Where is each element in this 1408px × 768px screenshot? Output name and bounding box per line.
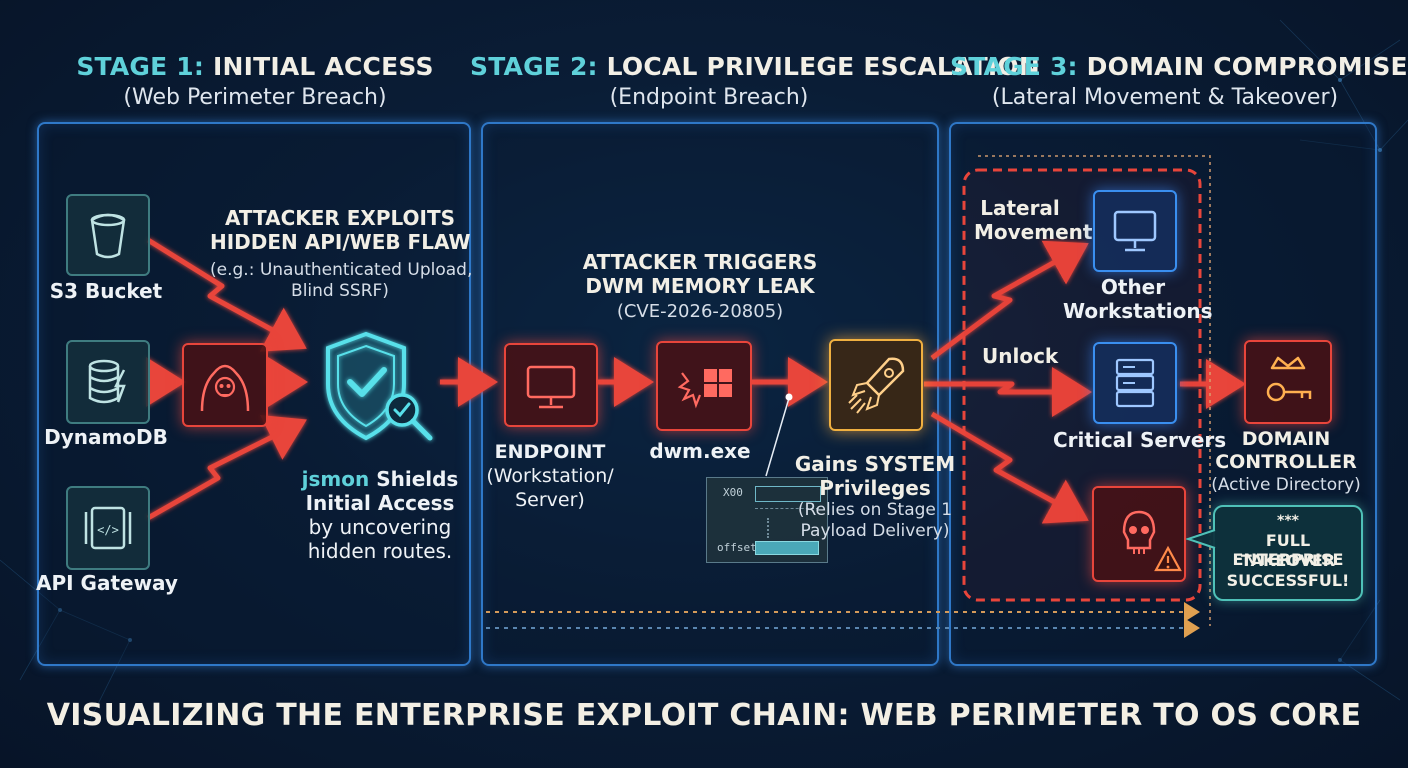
database-icon [88,359,126,404]
other-workstations-label: Other Workstations [1063,275,1213,323]
attacker-exploits-title: ATTACKER EXPLOITS HIDDEN API/WEB FLAW [210,206,471,254]
arrow-system-to-servers [924,367,1092,417]
critical-servers-tile [1093,342,1177,424]
stage-2-title: STAGE 2: LOCAL PRIVILEGE ESCALATION [470,52,1040,81]
callout-line-2: TAKEOVER [1240,551,1336,570]
dynamodb-tile [66,340,150,424]
api-gateway-tile: </> [66,486,150,570]
stage-2-subtitle: (Endpoint Breach) [609,85,809,110]
callout-pointer [1186,529,1216,549]
bucket-icon [90,213,126,259]
stage-1-header: STAGE 1: INITIAL ACCESS (Web Perimeter B… [40,52,470,110]
skull-warning-icon [1122,510,1182,572]
s3-bucket-tile [66,194,150,276]
rocket-icon [848,357,905,414]
memory-offset-label: offset [717,541,757,554]
stage-3-title: STAGE 3: DOMAIN COMPROMISE [950,52,1408,81]
attacker-tile [182,343,268,427]
memory-dump-panel: X00 offset [706,477,828,563]
windows-burst-icon [677,369,732,409]
server-icon [1115,358,1155,408]
dwm-tile [656,341,752,431]
memory-highlight-top [755,486,821,502]
jsmon-brand: jsmon [301,467,370,491]
stage-1-title: STAGE 1: INITIAL ACCESS [76,52,434,81]
domain-controller-label: DOMAIN CONTROLLER (Active Directory) [1211,428,1361,495]
api-gateway-label: API Gateway [36,571,178,595]
other-workstations-tile [1093,190,1177,272]
dwm-label: dwm.exe [649,439,751,463]
memory-highlight-bottom [755,541,819,555]
system-privileges-label: Gains SYSTEM Privileges (Relies on Stage… [794,452,956,541]
footer-title: VISUALIZING THE ENTERPRISE EXPLOIT CHAIN… [46,698,1362,733]
hooded-hacker-icon [200,364,250,412]
monitor-icon [526,365,576,409]
memory-address: X00 [723,486,743,499]
callout-line-3: SUCCESSFUL! [1226,571,1350,590]
system-privileges-tile [829,339,923,431]
arrow-api-to-shield [146,415,307,521]
arrow-system-to-threat [930,411,1089,524]
cve-label: (CVE-2026-20805) [616,301,784,322]
trigger-note-title: ATTACKER TRIGGERS DWM MEMORY LEAK [582,250,818,298]
attacker-exploits-examples: (e.g.: Unauthenticated Upload, Blind SSR… [210,260,473,301]
callout-line-1: FULL ENTERPRISE [1232,531,1344,569]
dynamodb-label: DynamoDB [44,425,168,449]
svg-text:</>: </> [97,523,119,537]
compromised-system-tile [1092,486,1186,582]
domain-controller-tile [1244,340,1332,424]
shield-check-icon [326,331,433,441]
arrow-s3-to-shield [146,237,307,352]
arrow-system-to-workstations [930,240,1089,361]
endpoint-label: ENDPOINT (Workstation/ Server) [486,441,614,511]
memory-dots [767,518,771,538]
stage-3-subtitle: (Lateral Movement & Takeover) [991,85,1339,110]
api-gateway-icon: </> [84,506,132,550]
jsmon-shield-text: jsmon Shields Initial Access by uncoveri… [301,467,459,563]
memory-divider [755,508,819,509]
stage-1-subtitle: (Web Perimeter Breach) [123,85,387,110]
lateral-movement-label: Lateral Movement [974,196,1093,244]
s3-bucket-label: S3 Bucket [49,279,163,303]
stage-2-header: STAGE 2: LOCAL PRIVILEGE ESCALATION (End… [470,52,1040,110]
endpoint-tile [504,343,598,427]
takeover-callout: *** FULL ENTERPRISE TAKEOVER SUCCESSFUL! [1213,505,1363,601]
unlock-label: Unlock [982,344,1059,368]
monitor-icon [1113,210,1157,252]
stage-3-header: STAGE 3: DOMAIN COMPROMISE (Lateral Move… [950,52,1408,110]
crown-key-icon [1266,356,1312,402]
callout-stars: *** [1277,513,1299,529]
critical-servers-label: Critical Servers [1053,428,1227,452]
